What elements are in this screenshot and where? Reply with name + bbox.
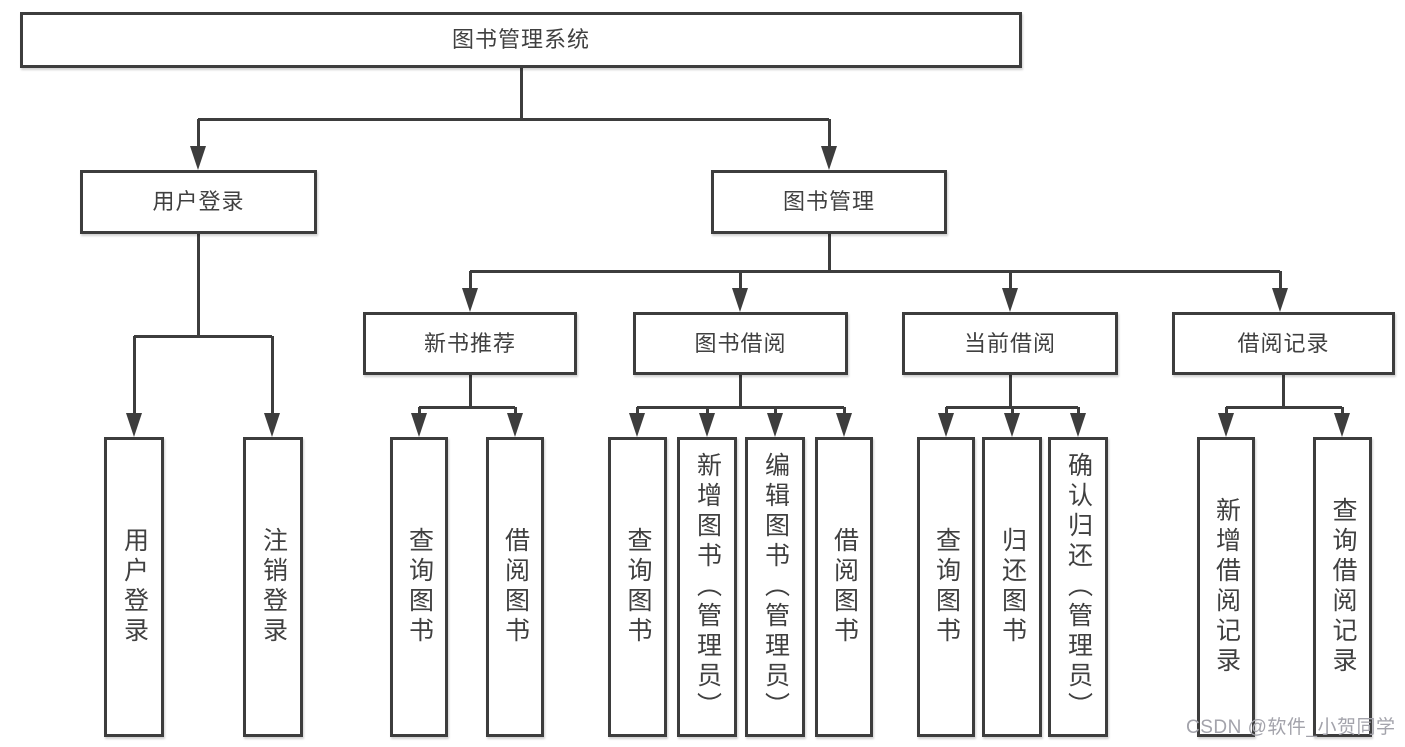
node-leaf-borrow-books-1: 借阅图书: [486, 437, 544, 737]
arrowhead-down-icon: [1272, 288, 1288, 312]
connector-line: [1226, 405, 1342, 409]
node-label-leaf-query-books-3: 查询图书: [932, 527, 961, 647]
watermark: CSDN @软件_小贺同学: [1186, 717, 1396, 738]
node-leaf-add-book-admin: 新增图书（管理员）: [677, 437, 737, 737]
arrow-shaft: [1008, 271, 1012, 290]
node-label-borrowing-records: 借阅记录: [1237, 330, 1330, 356]
node-new-book-recommend: 新书推荐: [363, 312, 577, 375]
arrowhead-down-icon: [1002, 288, 1018, 312]
connector-line: [196, 234, 200, 336]
node-leaf-return-book: 归还图书: [982, 437, 1042, 737]
node-leaf-edit-book-admin: 编辑图书（管理员）: [745, 437, 805, 737]
node-label-current-borrowing: 当前借阅: [963, 330, 1056, 356]
arrow-shaft: [842, 407, 846, 415]
connector-line: [738, 375, 742, 407]
arrow-shaft: [705, 407, 709, 415]
node-book-management: 图书管理: [711, 170, 947, 234]
arrowhead-down-icon: [1334, 413, 1350, 437]
arrowhead-down-icon: [190, 146, 206, 170]
connector-line: [470, 269, 1280, 273]
node-user-login-group: 用户登录: [80, 170, 317, 234]
node-leaf-borrow-books-2: 借阅图书: [815, 437, 873, 737]
arrowhead-down-icon: [699, 413, 715, 437]
arrowhead-down-icon: [507, 413, 523, 437]
node-leaf-user-login: 用户登录: [104, 437, 164, 737]
connector-line: [1281, 375, 1285, 407]
node-label-leaf-user-login: 用户登录: [120, 527, 149, 647]
arrowhead-down-icon: [264, 413, 280, 437]
arrow-shaft: [132, 336, 136, 415]
arrowhead-down-icon: [1218, 413, 1234, 437]
arrow-shaft: [196, 119, 200, 148]
arrow-shaft: [1340, 407, 1344, 415]
arrow-shaft: [417, 407, 421, 415]
node-label-book-management: 图书管理: [782, 189, 875, 214]
node-leaf-query-books-1: 查询图书: [390, 437, 448, 737]
node-leaf-query-books-3: 查询图书: [917, 437, 975, 737]
arrow-shaft: [827, 119, 831, 148]
arrow-shaft: [944, 407, 948, 415]
arrowhead-down-icon: [836, 413, 852, 437]
arrowhead-down-icon: [767, 413, 783, 437]
node-label-new-book-recommend: 新书推荐: [423, 330, 516, 356]
arrow-shaft: [513, 407, 517, 415]
node-borrowing-records: 借阅记录: [1172, 312, 1395, 375]
node-label-leaf-query-books-1: 查询图书: [405, 527, 434, 647]
arrowhead-down-icon: [629, 413, 645, 437]
connector-line: [134, 334, 272, 338]
arrowhead-down-icon: [1070, 413, 1086, 437]
node-label-leaf-query-books-2: 查询图书: [624, 527, 652, 647]
connector-line: [827, 234, 831, 271]
node-leaf-query-borrow-record: 查询借阅记录: [1313, 437, 1372, 737]
arrow-shaft: [635, 407, 639, 415]
connector-line: [419, 405, 515, 409]
node-label-user-login-group: 用户登录: [152, 189, 245, 214]
arrowhead-down-icon: [126, 413, 142, 437]
arrow-shaft: [468, 271, 472, 290]
node-label-root: 图书管理系统: [451, 27, 590, 52]
node-label-leaf-query-borrow-record: 查询借阅记录: [1329, 497, 1357, 677]
arrowhead-down-icon: [411, 413, 427, 437]
arrow-shaft: [1076, 407, 1080, 415]
connector-line: [637, 405, 844, 409]
node-label-leaf-edit-book-admin: 编辑图书（管理员）: [761, 452, 790, 722]
node-label-leaf-add-borrow-record: 新增借阅记录: [1212, 497, 1241, 677]
connector-line: [519, 68, 523, 119]
arrow-shaft: [270, 336, 274, 415]
connector-line: [468, 375, 472, 407]
node-label-leaf-logout: 注销登录: [259, 527, 288, 647]
connector-line: [1008, 375, 1012, 407]
node-leaf-query-books-2: 查询图书: [608, 437, 667, 737]
node-current-borrowing: 当前借阅: [902, 312, 1118, 375]
arrowhead-down-icon: [732, 288, 748, 312]
node-label-book-borrowing: 图书借阅: [694, 330, 787, 356]
arrow-shaft: [1224, 407, 1228, 415]
arrowhead-down-icon: [821, 146, 837, 170]
arrowhead-down-icon: [938, 413, 954, 437]
node-label-leaf-confirm-return: 确认归还（管理员）: [1064, 452, 1093, 722]
arrow-shaft: [738, 271, 742, 290]
node-label-leaf-borrow-books-2: 借阅图书: [830, 527, 859, 647]
arrowhead-down-icon: [1004, 413, 1020, 437]
arrow-shaft: [773, 407, 777, 415]
arrow-shaft: [1278, 271, 1282, 290]
arrowhead-down-icon: [462, 288, 478, 312]
node-label-leaf-borrow-books-1: 借阅图书: [501, 527, 530, 647]
node-leaf-add-borrow-record: 新增借阅记录: [1197, 437, 1255, 737]
node-root: 图书管理系统: [20, 12, 1022, 68]
node-leaf-logout: 注销登录: [243, 437, 303, 737]
node-label-leaf-add-book-admin: 新增图书（管理员）: [693, 452, 722, 722]
node-label-leaf-return-book: 归还图书: [998, 527, 1027, 647]
node-book-borrowing: 图书借阅: [633, 312, 848, 375]
arrow-shaft: [1010, 407, 1014, 415]
connector-line: [198, 117, 829, 121]
node-leaf-confirm-return: 确认归还（管理员）: [1048, 437, 1108, 737]
